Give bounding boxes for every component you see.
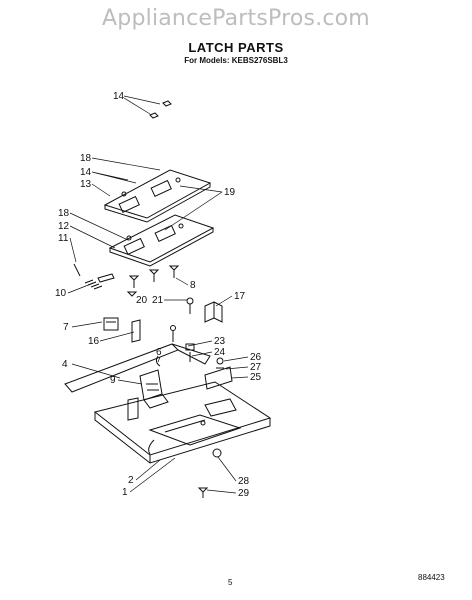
callout-label: 6 bbox=[156, 347, 162, 358]
callout-labels: 14 18 14 13 19 18 12 11 10 8 20 21 17 7 … bbox=[55, 91, 262, 499]
callout-label: 27 bbox=[250, 362, 262, 373]
callout-label: 14 bbox=[80, 167, 92, 178]
callout-label: 12 bbox=[58, 221, 70, 232]
callout-label: 28 bbox=[238, 476, 250, 487]
callout-label: 2 bbox=[128, 475, 134, 486]
callout-label: 23 bbox=[214, 336, 226, 347]
bracket-16 bbox=[131, 319, 141, 343]
callout-label: 29 bbox=[238, 488, 250, 499]
base-plate-1 bbox=[93, 381, 272, 464]
upper-latch-plate bbox=[103, 169, 212, 223]
screw-29 bbox=[197, 487, 209, 498]
callout-label: 7 bbox=[63, 322, 69, 333]
callout-label: 26 bbox=[250, 352, 262, 363]
figure-code: 884423 bbox=[418, 573, 445, 582]
callout-label: 19 bbox=[224, 187, 236, 198]
switch-7 bbox=[103, 317, 119, 331]
leader-lines bbox=[67, 95, 249, 494]
callout-label: 20 bbox=[136, 295, 148, 306]
model-subtitle: For Models: KEBS276SBL3 bbox=[184, 56, 288, 65]
clip-6 bbox=[155, 355, 161, 367]
callout-label: 10 bbox=[55, 288, 67, 299]
callout-label: 25 bbox=[250, 372, 262, 383]
callout-label: 17 bbox=[234, 291, 246, 302]
spring-and-pin bbox=[73, 263, 115, 290]
callout-label: 24 bbox=[214, 347, 226, 358]
bracket-17 bbox=[204, 301, 223, 323]
callout-label: 16 bbox=[88, 336, 100, 347]
mounting-screws bbox=[126, 265, 180, 297]
lower-latch-plate bbox=[108, 214, 215, 267]
callout-label: 1 bbox=[122, 487, 128, 498]
callout-label: 11 bbox=[58, 233, 69, 244]
callout-label: 14 bbox=[113, 91, 125, 102]
callout-label: 21 bbox=[152, 295, 164, 306]
screw-20-21 bbox=[186, 297, 194, 314]
callout-label: 8 bbox=[190, 280, 196, 291]
solenoid-9 bbox=[139, 369, 169, 409]
page-number: 5 bbox=[228, 578, 233, 587]
callout-label: 9 bbox=[110, 375, 116, 386]
page-title: LATCH PARTS bbox=[188, 40, 284, 55]
loose-screws-top bbox=[149, 100, 172, 119]
callout-label: 18 bbox=[80, 153, 92, 164]
callout-label: 18 bbox=[58, 208, 70, 219]
callout-label: 4 bbox=[62, 359, 68, 370]
callout-label: 13 bbox=[80, 179, 92, 190]
watermark: AppliancePartsPros.com bbox=[102, 6, 370, 31]
latch-arm-4 bbox=[64, 343, 211, 393]
